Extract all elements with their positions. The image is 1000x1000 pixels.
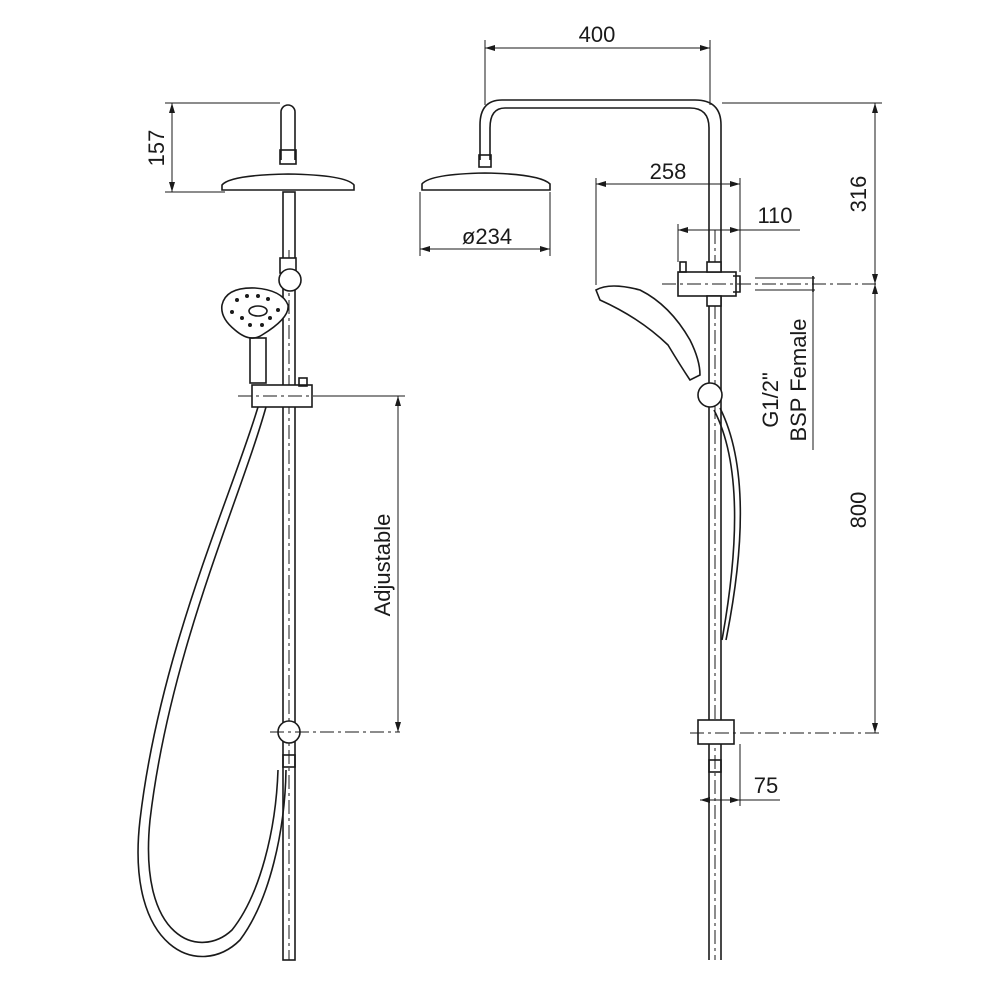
inlet-callout: G1/2" BSP Female [755,276,815,450]
dim-label-75: 75 [754,773,778,798]
front-view [137,104,400,961]
dim-label-316: 316 [846,176,871,213]
dim-label-258: 258 [650,159,687,184]
side-shower-head [421,172,551,191]
dimension-75: 75 [700,744,780,806]
lower-bracket-side [697,719,735,745]
side-hose [713,409,736,641]
handshower-handle [249,337,267,384]
inlet-label-type: BSP Female [786,318,811,441]
side-slider-knob [697,382,723,408]
dim-label-400: 400 [579,22,616,47]
dim-label-110: 110 [757,203,792,228]
overhead-shower-head [221,173,355,191]
dim-label-adjustable: Adjustable [370,514,395,617]
top-riser [280,104,296,160]
shower-arm-outer [489,107,710,960]
hose [137,406,287,958]
dimension-258: 258 [595,159,741,285]
shower-arm-inner [479,99,722,960]
dimension-adjustable: Adjustable [320,395,405,732]
dimension-400: 400 [484,22,711,105]
rail [282,191,296,961]
dim-label-234: ø234 [462,224,512,249]
inlet-label-thread: G1/2" [758,372,783,428]
handshower-side [594,285,701,382]
side-view [421,99,880,960]
rail-bracket-knob [278,268,302,292]
dimension-110: 110 [677,203,800,262]
dim-label-157: 157 [144,130,169,167]
dimension-316-800: 316 800 [722,102,882,733]
dim-label-800: 800 [846,492,871,529]
dimension-157: 157 [144,102,280,193]
dimension-234: ø234 [419,192,551,256]
